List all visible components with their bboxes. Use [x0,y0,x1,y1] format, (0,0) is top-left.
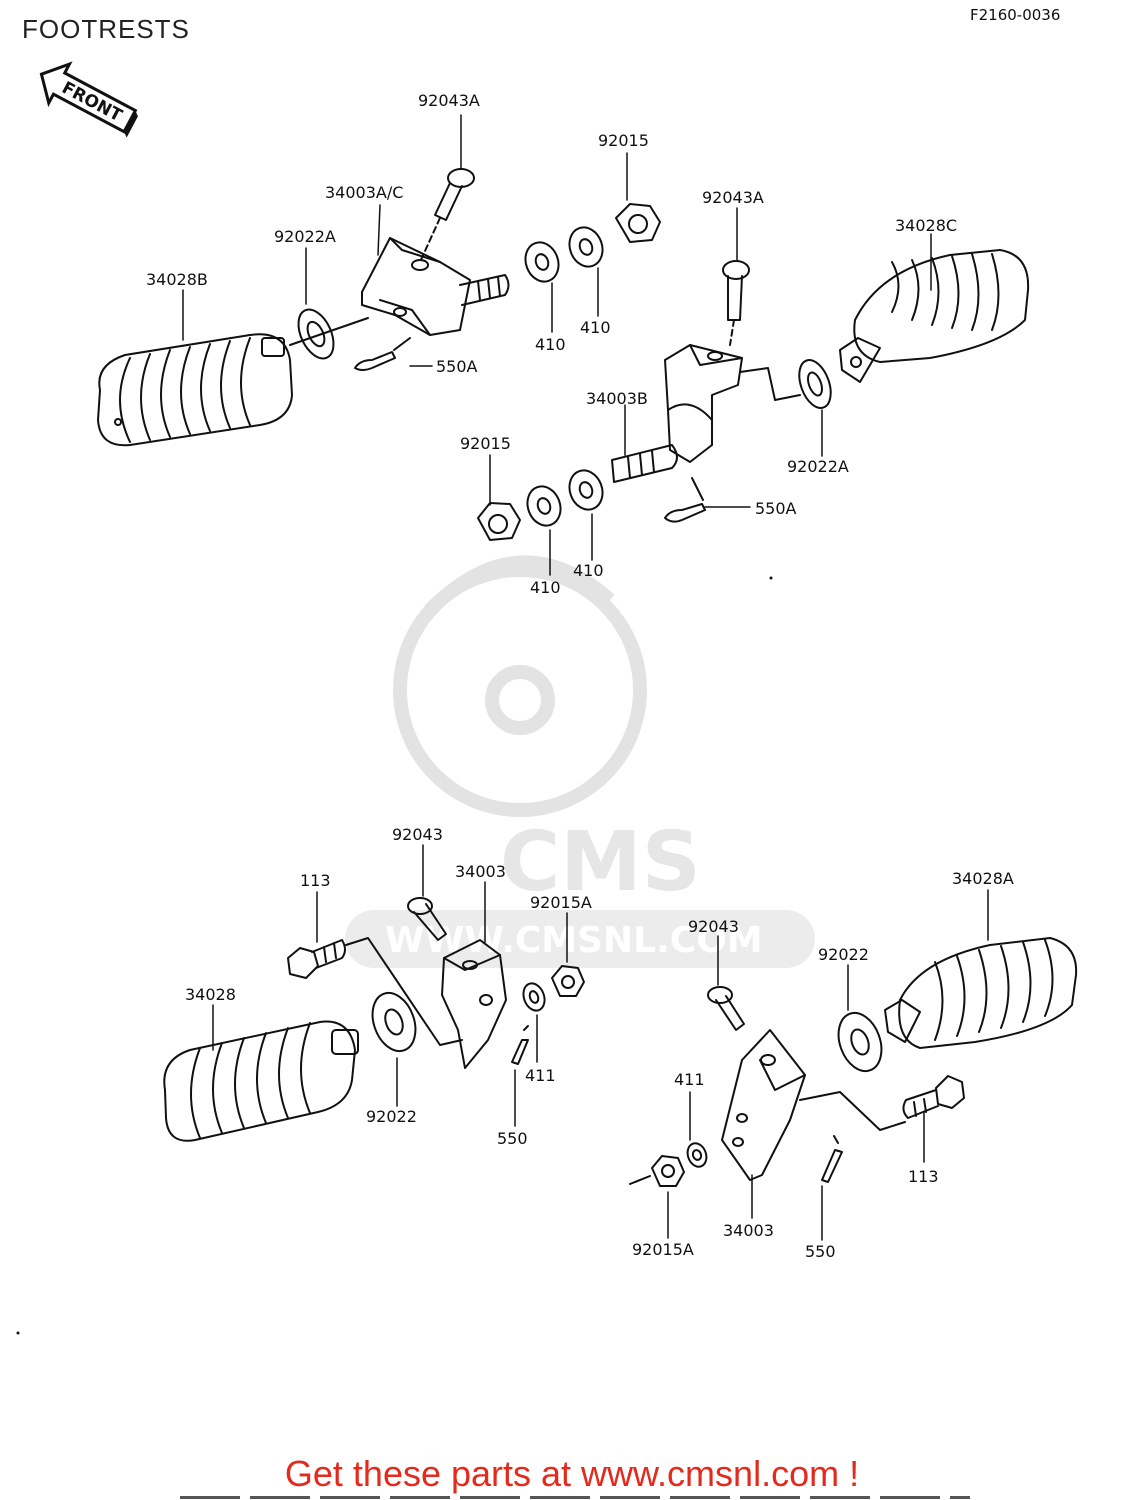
label-34003AC: 34003A/C [325,183,403,202]
axis-line-1 [289,317,369,346]
watermark-mascot-eye [485,665,555,735]
nut-92015A-1 [551,965,585,997]
bracket-34003-2 [721,1029,806,1181]
nut-92015A-2 [629,1155,685,1187]
bracket-34003-1 [441,939,507,1069]
watermark-mascot-cap [425,555,615,615]
label-113-1: 113 [300,871,331,890]
label-92022A-1: 92022A [274,227,336,246]
washer-92022A-1 [297,308,335,360]
watermark-brand: CMS [500,815,701,910]
axis-line-2 [739,367,801,401]
label-550A-2: 550A [755,499,797,518]
label-92015A-1: 92015A [530,893,592,912]
washer-411-1 [522,982,546,1012]
washer-92022A-2 [798,359,832,409]
drawing-code: F2160-0036 [970,6,1061,24]
label-34028B: 34028B [146,270,208,289]
label-92022-2: 92022 [818,945,869,964]
label-92022A-2: 92022A [787,457,849,476]
front-arrow-shadow [124,110,138,138]
page-title: FOOTRESTS [22,14,190,44]
footrest-34028A [884,937,1078,1049]
label-550-1: 550 [497,1129,528,1148]
speck-1 [769,576,773,580]
label-34003-1: 34003 [455,862,506,881]
footrest-34028C [839,249,1030,383]
label-550-2: 550 [805,1242,836,1261]
label-34028C: 34028C [895,216,957,235]
watermark-mascot-head [393,563,647,817]
axis-line-4 [799,1091,906,1131]
label-92043A-2: 92043A [702,188,764,207]
footrest-34028B [97,333,293,447]
label-92043-1: 92043 [392,825,443,844]
washer-92022-2 [837,1011,883,1073]
footrest-34028 [163,1020,359,1142]
label-411-2: 411 [674,1070,705,1089]
cotter-pin-550-2 [821,1135,843,1183]
washer-410-2 [568,226,604,268]
footer-link[interactable]: Get these parts at www.cmsnl.com ! [284,1453,860,1494]
front-arrow: FRONT [39,61,138,138]
label-92015-1: 92015 [598,131,649,150]
pin-92043-1 [407,897,447,941]
leader-lines [182,114,989,1241]
axis-line-3 [345,937,463,1046]
part-labels: 92043A 34003A/C 92022A 34028B 550A 410 4… [146,91,1014,1261]
bolt-113-2 [902,1075,965,1119]
pin-92043A-1 [419,168,475,263]
label-34028A: 34028A [952,869,1014,888]
bolt-113-1 [287,939,346,979]
washer-410-4 [568,469,604,511]
label-411-1: 411 [525,1066,556,1085]
label-92015A-2: 92015A [632,1240,694,1259]
label-410-1: 410 [535,335,566,354]
washer-410-1 [524,241,560,283]
label-410-3: 410 [530,578,561,597]
label-410-4: 410 [573,561,604,580]
nut-92015-1 [615,203,661,243]
pin-92043-2 [707,986,745,1031]
pin-92043A-2 [722,260,750,346]
speck-2 [16,1331,20,1335]
label-410-2: 410 [580,318,611,337]
bracket-34003B [611,344,743,483]
footer-divider [180,1496,970,1499]
label-550A-1: 550A [436,357,478,376]
cotter-pin-550A-1 [354,337,411,371]
label-92043-2: 92043 [688,917,739,936]
watermark [393,555,647,817]
label-92015-2: 92015 [460,434,511,453]
watermark-url-pill [345,910,815,968]
front-arrow-icon [39,61,138,134]
washer-410-3 [526,485,562,527]
watermark-url: WWW.CMSNL.COM [385,920,763,961]
label-92043A-1: 92043A [418,91,480,110]
label-34003B: 34003B [586,389,648,408]
cotter-pin-550A-2 [664,477,706,523]
nut-92015-2 [477,502,521,541]
bracket-34003AC [361,237,510,336]
washer-411-2 [686,1142,708,1168]
label-34003-2: 34003 [723,1221,774,1240]
label-34028: 34028 [185,985,236,1004]
label-92022-1: 92022 [366,1107,417,1126]
cotter-pin-550-1 [511,1025,529,1065]
label-113-2: 113 [908,1167,939,1186]
washer-92022-1 [371,991,417,1053]
